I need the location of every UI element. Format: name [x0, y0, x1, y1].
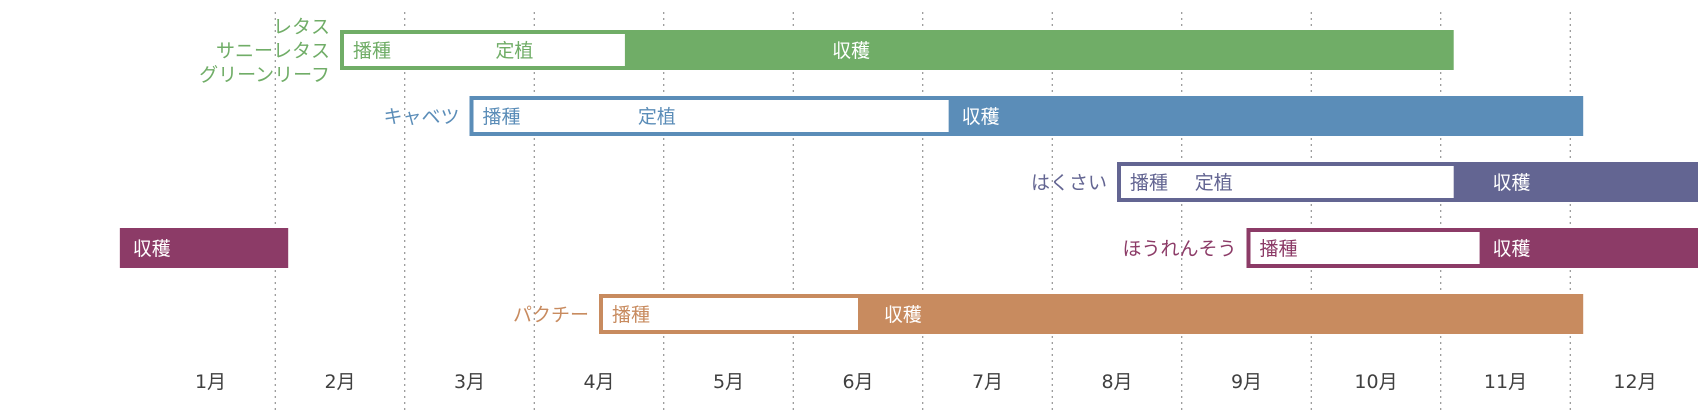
crop-name: はくさい: [1031, 172, 1107, 194]
bar-outline-segment: [473, 100, 949, 132]
bar: [119, 228, 289, 268]
bar-outline-segment: [344, 34, 625, 66]
month-tick-label: 8月: [1101, 371, 1132, 393]
month-axis: 1月 2月 3月 4月 5月 6月 7月 8月 9月 10月 11月 12月: [195, 371, 1657, 393]
month-tick-label: 2月: [324, 371, 355, 393]
segment-label: 播種: [612, 304, 650, 326]
month-tick-label: 12月: [1613, 371, 1656, 393]
segment-label: 収穫: [133, 238, 171, 260]
segment-label: 収穫: [832, 40, 870, 62]
segment-label: 播種: [1130, 172, 1168, 194]
month-tick-label: 9月: [1231, 371, 1262, 393]
month-tick-label: 11月: [1484, 371, 1527, 393]
month-tick-label: 6月: [842, 371, 873, 393]
crop-row: はくさい 播種 定植 収穫: [1031, 162, 1698, 202]
crop-name: ほうれんそう: [1122, 238, 1236, 260]
month-tick-label: 3月: [454, 371, 485, 393]
segment-label: 収穫: [1493, 238, 1531, 260]
crop-name: パクチー: [513, 304, 589, 326]
month-tick-label: 1月: [195, 371, 226, 393]
crop-name: レタス: [273, 16, 330, 38]
crop-name: グリーンリーフ: [199, 64, 330, 86]
crop-name: サニーレタス: [216, 40, 330, 62]
segment-label: 定植: [638, 106, 676, 128]
month-tick-label: 4月: [583, 371, 614, 393]
crop-row: パクチー 播種 収穫: [513, 294, 1584, 334]
bar-outline-segment: [1250, 232, 1480, 264]
crop-row: キャベツ 播種 定植 収穫: [383, 96, 1584, 136]
crop-name: キャベツ: [383, 106, 459, 128]
month-tick-label: 7月: [972, 371, 1003, 393]
segment-label: 定植: [1195, 172, 1233, 194]
segment-label: 播種: [482, 106, 520, 128]
segment-label: 播種: [353, 40, 391, 62]
bar-outline-segment: [603, 298, 858, 330]
crop-row: ほうれんそう 収穫 播種 収穫: [119, 228, 1698, 268]
crop-rows: レタスサニーレタスグリーンリーフ播種定植収穫キャベツ播種定植収穫はくさい播種定植…: [119, 16, 1698, 334]
segment-label: 収穫: [1493, 172, 1531, 194]
month-tick-label: 5月: [713, 371, 744, 393]
segment-label: 定植: [495, 40, 533, 62]
bar-outline-segment: [1121, 166, 1454, 198]
segment-label: 播種: [1259, 238, 1297, 260]
segment-label: 収穫: [962, 106, 1000, 128]
month-gridlines: [274, 12, 1571, 412]
month-tick-label: 10月: [1354, 371, 1397, 393]
segment-label: 収穫: [884, 304, 922, 326]
